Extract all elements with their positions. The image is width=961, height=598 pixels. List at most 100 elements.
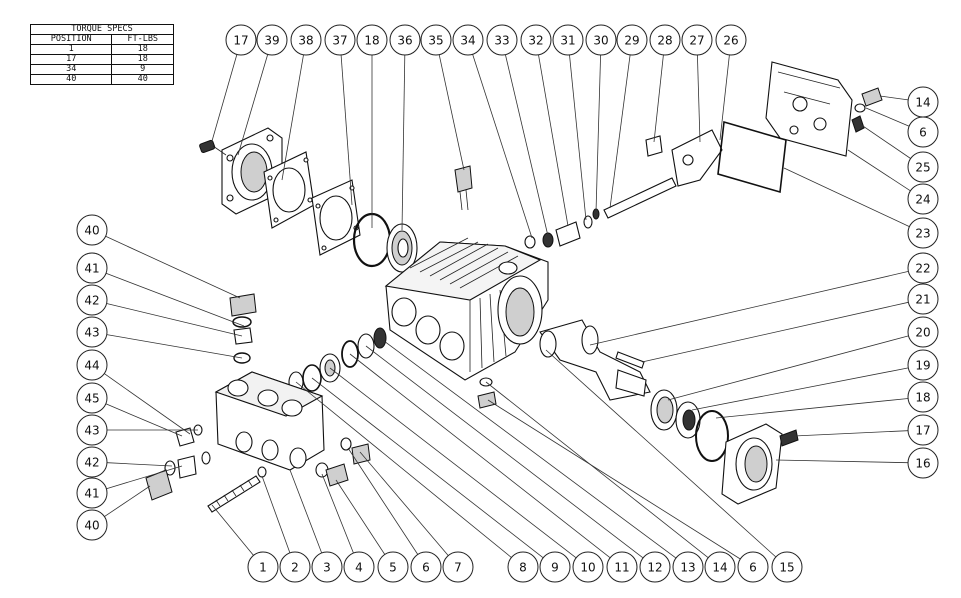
callout-41: 41 xyxy=(76,477,108,509)
callout-circle xyxy=(907,381,939,413)
callout-circle xyxy=(452,24,484,56)
callout-label: 24 xyxy=(915,193,930,207)
callout-label: 36 xyxy=(397,34,412,48)
callout-25: 25 xyxy=(907,151,939,183)
callout-label: 14 xyxy=(915,96,930,110)
callout-label: 32 xyxy=(528,34,543,48)
callout-label: 10 xyxy=(580,561,595,575)
callout-label: 20 xyxy=(915,326,930,340)
manifold-head xyxy=(214,371,325,471)
callout-circle xyxy=(907,283,939,315)
callout-6: 6 xyxy=(737,551,769,583)
callout-circle xyxy=(256,24,288,56)
manifold-stud-1 xyxy=(207,466,267,513)
bearing-19 xyxy=(675,401,701,439)
callout-44: 44 xyxy=(76,349,108,381)
callout-circle xyxy=(585,24,617,56)
callout-label: 18 xyxy=(364,34,379,48)
callout-circle xyxy=(343,551,375,583)
leader-line xyxy=(105,403,183,437)
callout-36: 36 xyxy=(389,24,421,56)
bolt-17-lower xyxy=(779,429,799,447)
callout-circle xyxy=(442,551,474,583)
callout-label: 17 xyxy=(233,34,248,48)
leader-line xyxy=(793,430,909,437)
callout-17: 17 xyxy=(907,414,939,446)
callout-circle xyxy=(616,24,648,56)
callout-label: 6 xyxy=(422,561,430,575)
leader-line xyxy=(209,54,238,149)
callout-6: 6 xyxy=(410,551,442,583)
o-ring-18-lower xyxy=(695,410,729,462)
leader-line xyxy=(847,149,911,192)
callout-circle xyxy=(606,551,638,583)
leader-line xyxy=(438,54,465,171)
callout-label: 41 xyxy=(84,262,99,276)
callout-4: 4 xyxy=(343,551,375,583)
callout-label: 27 xyxy=(689,34,704,48)
callout-label: 19 xyxy=(915,359,930,373)
callout-circle xyxy=(76,509,108,541)
side-flange-16 xyxy=(721,423,783,505)
callout-label: 6 xyxy=(749,561,757,575)
callout-circle xyxy=(76,382,108,414)
callout-13: 13 xyxy=(672,551,704,583)
callout-label: 37 xyxy=(332,34,347,48)
callout-label: 43 xyxy=(84,326,99,340)
leader-line xyxy=(691,367,909,411)
callout-11: 11 xyxy=(606,551,638,583)
leader-line xyxy=(104,373,191,435)
leader-line xyxy=(295,381,512,558)
callout-label: 13 xyxy=(680,561,695,575)
callout-circle xyxy=(681,24,713,56)
callout-label: 6 xyxy=(919,126,927,140)
callout-label: 14 xyxy=(712,561,727,575)
callout-15: 15 xyxy=(771,551,803,583)
rear-cover-24 xyxy=(765,61,853,157)
callout-label: 2 xyxy=(291,561,299,575)
callout-6: 6 xyxy=(907,116,939,148)
callout-42: 42 xyxy=(76,284,108,316)
leader-line xyxy=(401,54,406,231)
callout-circle xyxy=(76,214,108,246)
callout-9: 9 xyxy=(539,551,571,583)
callout-21: 21 xyxy=(907,283,939,315)
callout-circle xyxy=(907,414,939,446)
leader-line xyxy=(311,377,544,559)
crankcase-housing xyxy=(384,237,549,381)
callout-35: 35 xyxy=(420,24,452,56)
callout-label: 31 xyxy=(560,34,575,48)
callout-label: 15 xyxy=(779,561,794,575)
callout-label: 40 xyxy=(84,224,99,238)
callout-8: 8 xyxy=(507,551,539,583)
callout-circle xyxy=(907,349,939,381)
leader-line xyxy=(340,54,353,206)
callout-26: 26 xyxy=(715,24,747,56)
leader-line xyxy=(595,54,601,213)
leader-line xyxy=(329,367,577,559)
callout-label: 35 xyxy=(428,34,443,48)
callout-label: 22 xyxy=(915,262,930,276)
callout-circle xyxy=(247,551,279,583)
callout-label: 41 xyxy=(84,487,99,501)
callout-label: 21 xyxy=(915,293,930,307)
callout-42: 42 xyxy=(76,446,108,478)
callout-label: 29 xyxy=(624,34,639,48)
callout-circle xyxy=(76,414,108,446)
callout-27: 27 xyxy=(681,24,713,56)
leader-line xyxy=(865,107,910,127)
callout-label: 8 xyxy=(519,561,527,575)
leader-line xyxy=(879,95,909,101)
bearing-20 xyxy=(650,389,678,431)
callout-label: 39 xyxy=(264,34,279,48)
callout-label: 16 xyxy=(915,457,930,471)
leader-line xyxy=(281,54,304,181)
leader-line xyxy=(667,335,909,401)
leader-line xyxy=(715,398,909,419)
callout-circle xyxy=(737,551,769,583)
leader-line xyxy=(347,447,419,555)
callout-label: 23 xyxy=(915,227,930,241)
callout-19: 19 xyxy=(907,349,939,381)
callout-circle xyxy=(410,551,442,583)
callout-circle xyxy=(486,24,518,56)
